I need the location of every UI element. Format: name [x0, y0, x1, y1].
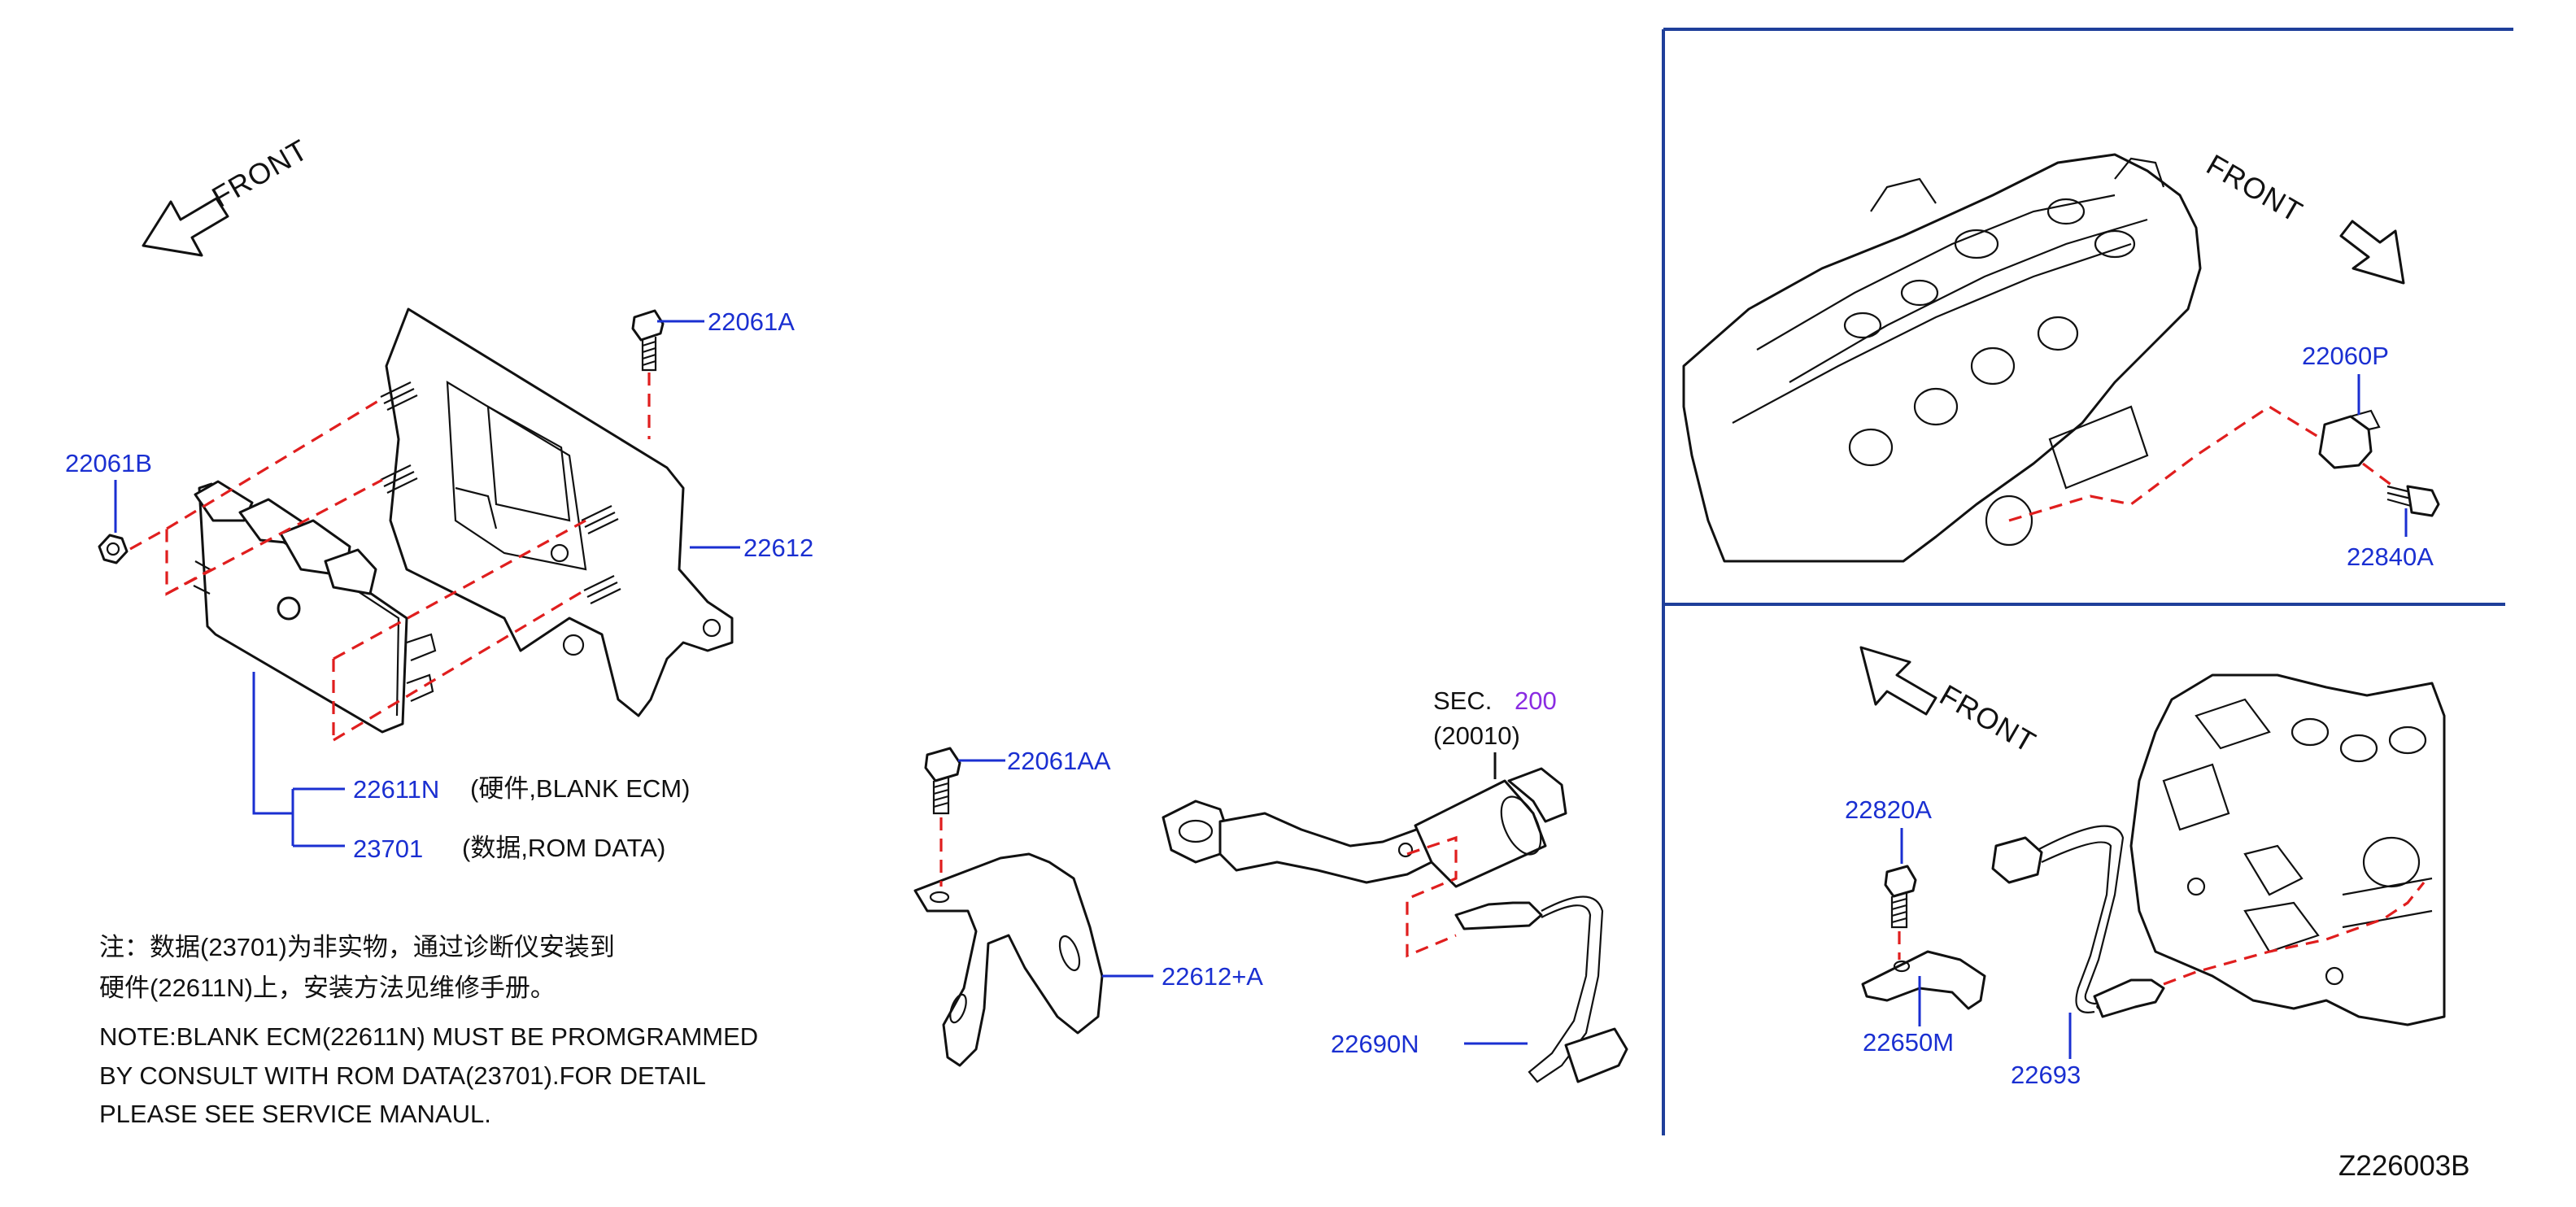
o2-sensor-22693 — [1991, 825, 2165, 1018]
part-number-22820A: 22820A — [1845, 795, 1932, 824]
part-number-22061A: 22061A — [708, 307, 795, 336]
ecm-description: (硬件,BLANK ECM) — [470, 774, 690, 803]
part-number-22840A: 22840A — [2347, 542, 2434, 571]
note-en-line-2: BY CONSULT WITH ROM DATA(23701).FOR DETA… — [99, 1061, 706, 1090]
engine-bottom-right — [2129, 673, 2446, 1026]
front-arrow-left: FRONT — [142, 133, 314, 257]
note-cn-line-1: 注：数据(23701)为非实物，通过诊断仪安装到 — [99, 933, 615, 961]
engine-top-right — [1682, 153, 2202, 563]
bolt-22820A — [1884, 865, 1917, 929]
front-label: FRONT — [207, 133, 314, 214]
rom-description: (数据,ROM DATA) — [462, 834, 665, 862]
bolt-22840A — [2386, 485, 2440, 517]
part-number-22650M: 22650M — [1863, 1028, 1954, 1057]
front-label: FRONT — [1934, 678, 2042, 759]
ecm-labels: 22061A 22061B 22612 22611N (硬件,BLANK ECM… — [65, 307, 813, 863]
bracket-labels: 22061AA 22612+A — [958, 747, 1263, 991]
note-cn-line-2: 硬件(22611N)上，安装方法见维修手册。 — [99, 974, 556, 1002]
front-arrow-top-right: FRONT — [2201, 147, 2405, 285]
note-block: 注：数据(23701)为非实物，通过诊断仪安装到 硬件(22611N)上，安装方… — [99, 933, 758, 1128]
ecm-unit — [193, 480, 437, 734]
ecm-dashed-lines — [129, 373, 651, 742]
section-prefix: SEC. — [1433, 686, 1492, 715]
part-number-22061B: 22061B — [65, 449, 152, 477]
o2-sensor-dashed-line — [1898, 882, 2426, 986]
section-code: (20010) — [1433, 721, 1520, 750]
diagram-id: Z226003B — [2338, 1150, 2470, 1182]
catalytic-converter — [1162, 767, 1567, 888]
section-number-link[interactable]: 200 — [1515, 686, 1557, 715]
panel-frames — [1662, 28, 2513, 1135]
front-arrow-bottom-right: FRONT — [1859, 646, 2042, 759]
part-number-22612A: 22612+A — [1162, 962, 1263, 991]
part-number-22690N: 22690N — [1331, 1030, 1419, 1058]
catalyst-dashed-lines — [1406, 835, 1458, 958]
knock-sensor-dashed-line — [2008, 405, 2396, 522]
knock-sensor-22060P — [2318, 409, 2381, 469]
bolt-22061AA — [924, 747, 961, 815]
o2-sensor-22690N — [1454, 895, 1628, 1083]
bottom-right-labels: 22820A 22650M 22693 — [1845, 795, 2081, 1089]
part-number-23701: 23701 — [353, 834, 423, 863]
bracket-22612A — [913, 852, 1104, 1067]
bolt-22061A — [631, 309, 665, 372]
part-number-22060P: 22060P — [2302, 342, 2389, 370]
nut-22061B — [98, 534, 129, 564]
part-number-22611N: 22611N — [353, 775, 439, 804]
note-en-line-3: PLEASE SEE SERVICE MANAUL. — [99, 1100, 491, 1128]
part-number-22693: 22693 — [2011, 1061, 2081, 1089]
catalyst-labels: SEC. 200 (20010) 22690N — [1331, 686, 1557, 1058]
note-en-line-1: NOTE:BLANK ECM(22611N) MUST BE PROMGRAMM… — [99, 1022, 758, 1051]
part-number-22612: 22612 — [743, 534, 813, 562]
top-right-labels: 22060P 22840A — [2302, 342, 2434, 571]
ecm-bracket — [380, 307, 734, 717]
part-number-22061AA: 22061AA — [1007, 747, 1111, 775]
bracket-22650M — [1861, 950, 1986, 1010]
front-label: FRONT — [2201, 147, 2308, 229]
